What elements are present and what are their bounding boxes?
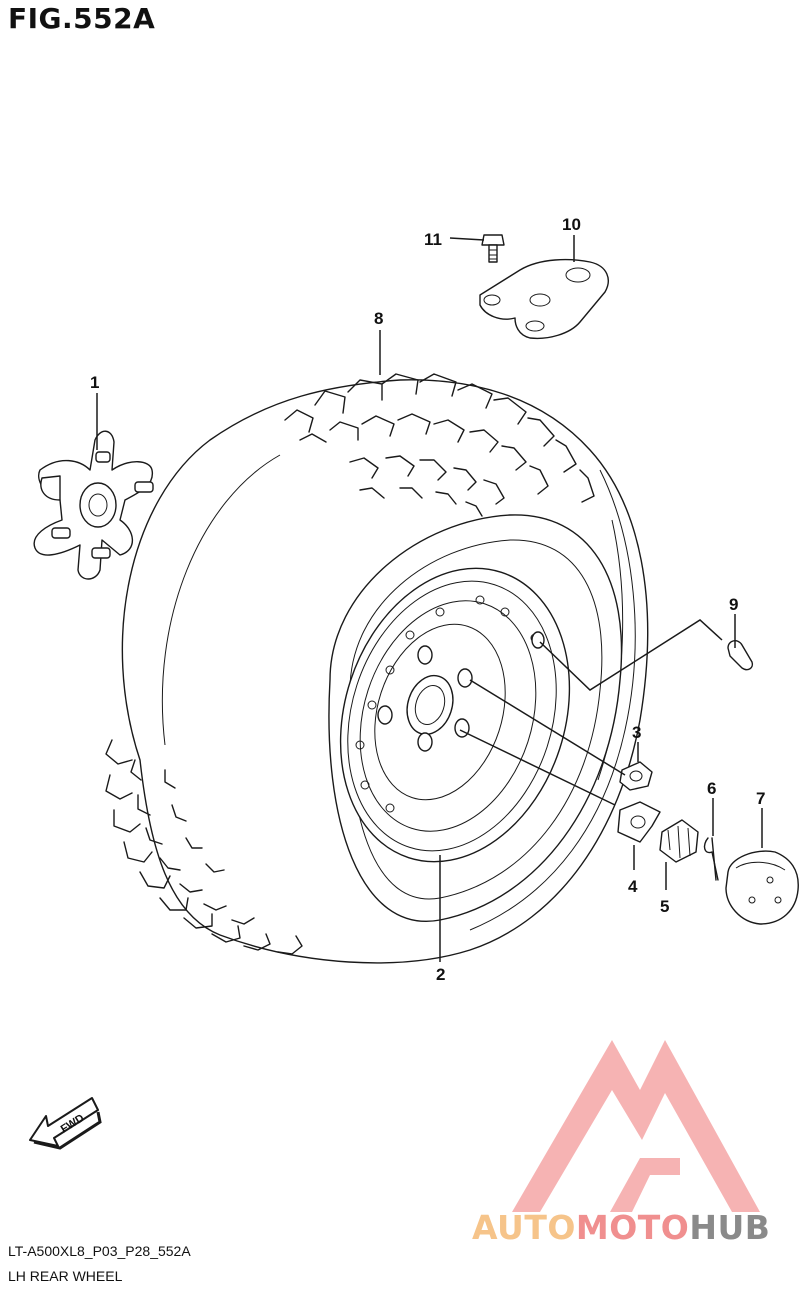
- callout-2: 2: [436, 965, 445, 984]
- figure-code: LT-A500XL8_P03_P28_552A: [8, 1243, 191, 1259]
- washer-part[interactable]: [617, 801, 661, 843]
- callout-1: 1: [90, 373, 99, 392]
- callout-8: 8: [374, 309, 383, 328]
- callout-3: 3: [632, 723, 641, 742]
- brand-auto: AUTO: [472, 1208, 576, 1247]
- callout-11: 11: [424, 230, 442, 249]
- hub-part[interactable]: [33, 430, 154, 580]
- brand-watermark: AUTOMOTOHUB: [472, 1208, 770, 1247]
- callout-5: 5: [660, 897, 669, 916]
- cotter-pin-part[interactable]: [703, 837, 719, 881]
- valve-part[interactable]: [727, 640, 754, 671]
- bolt-part[interactable]: [481, 234, 505, 263]
- nut-part[interactable]: [619, 761, 653, 791]
- brand-moto: MOTO: [575, 1208, 690, 1247]
- fwd-arrow-icon: FWD: [29, 1097, 102, 1150]
- callout-9: 9: [729, 595, 738, 614]
- figure-title: FIG.552A: [8, 2, 156, 35]
- callout-7: 7: [756, 789, 765, 808]
- bracket-part[interactable]: [479, 258, 609, 340]
- brand-hub: HUB: [689, 1208, 771, 1247]
- leader-lines: [96, 235, 763, 962]
- callout-10: 10: [562, 215, 581, 234]
- castle-nut-part[interactable]: [659, 819, 699, 863]
- rim-part[interactable]: [304, 538, 606, 891]
- brand-logo-icon: [512, 1040, 760, 1212]
- callout-4: 4: [628, 877, 638, 896]
- figure-description: LH REAR WHEEL: [8, 1268, 123, 1284]
- hub-cap-part[interactable]: [725, 850, 799, 925]
- callout-6: 6: [707, 779, 716, 798]
